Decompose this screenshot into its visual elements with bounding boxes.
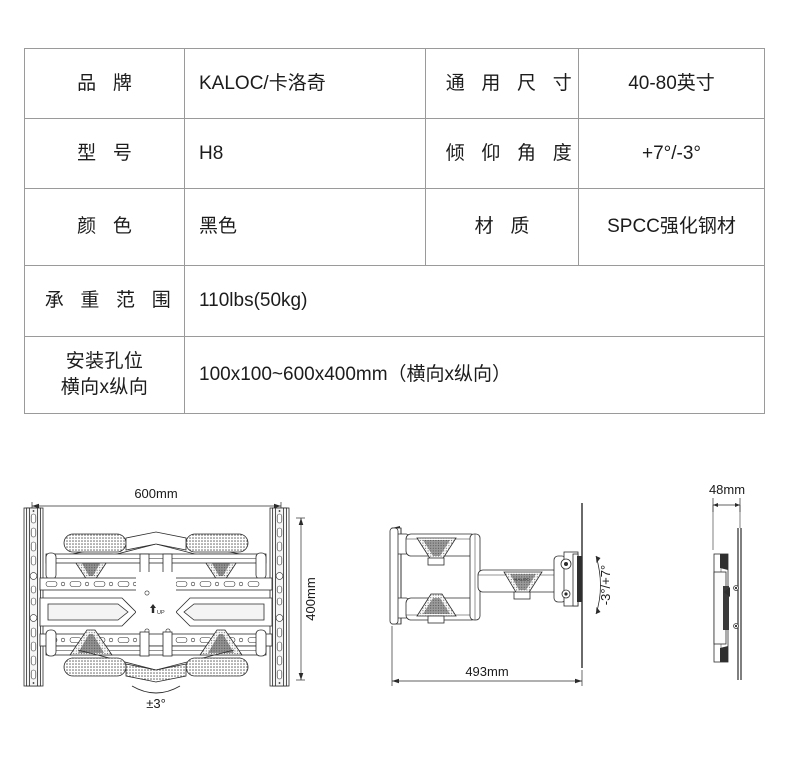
swivel-arc	[131, 685, 181, 694]
table-row: 型 号 H8 倾 仰 角 度 +7°/-3°	[24, 118, 765, 189]
side-joint-columns	[389, 527, 481, 625]
profile-view-diagram: 48mm	[709, 482, 745, 680]
profile-bracket-body	[713, 553, 730, 663]
profile-tv-panel	[737, 528, 742, 680]
side-tilt-label: -3°/+7°	[598, 565, 613, 605]
spec-value-load-capacity: 110lbs(50kg)	[184, 265, 765, 337]
front-swivel-label: ±3°	[146, 696, 166, 711]
spec-label-model: 型 号	[24, 118, 185, 189]
front-width-dimension	[31, 502, 282, 512]
spec-label-tilt-angle: 倾 仰 角 度	[425, 118, 579, 189]
left-wall-rail	[23, 507, 44, 687]
side-extension-dimension	[391, 626, 583, 686]
side-view-diagram: KALOC	[389, 503, 613, 686]
tilt-arc	[595, 555, 601, 615]
vesa-label-line-1: 安装孔位	[65, 351, 144, 373]
spec-value-material: SPCC强化钢材	[578, 188, 765, 266]
svg-text:KALOC: KALOC	[514, 577, 530, 582]
spec-value-brand: KALOC/卡洛奇	[184, 48, 426, 119]
spec-value-vesa-pattern: 100x100~600x400mm（横向x纵向）	[184, 336, 765, 414]
side-extension-arm: KALOC	[477, 569, 559, 600]
spec-value-color: 黑色	[184, 188, 426, 266]
spec-value-tilt-angle: +7°/-3°	[578, 118, 765, 189]
table-row: 颜 色 黑色 材 质 SPCC强化钢材	[24, 188, 765, 266]
spec-value-screen-size: 40-80英寸	[578, 48, 765, 119]
profile-depth-label: 48mm	[709, 482, 745, 497]
profile-depth-dimension	[712, 498, 741, 512]
spec-label-color: 颜 色	[24, 188, 185, 266]
spec-label-brand: 品 牌	[24, 48, 185, 119]
table-row: 承 重 范 围 110lbs(50kg)	[24, 265, 765, 337]
side-tv-panel	[577, 503, 583, 668]
side-tilt-head	[553, 551, 579, 607]
vesa-plate: UP	[39, 572, 273, 652]
table-row: 安装孔位 横向x纵向 100x100~600x400mm（横向x纵向）	[24, 336, 765, 414]
right-wall-rail	[269, 507, 290, 687]
vesa-label-line-2: 横向x纵向	[60, 377, 149, 398]
svg-text:UP: UP	[157, 610, 165, 616]
spec-label-screen-size: 通 用 尺 寸	[425, 48, 579, 119]
front-height-label: 400mm	[303, 577, 318, 620]
side-extension-label: 493mm	[465, 664, 508, 679]
specification-table: 品 牌 KALOC/卡洛奇 通 用 尺 寸 40-80英寸 型 号 H8 倾 仰…	[24, 48, 765, 414]
up-arrow-marking: UP	[150, 604, 165, 616]
spec-label-load-capacity: 承 重 范 围	[24, 265, 185, 337]
front-view-diagram: UP	[23, 486, 318, 711]
lower-arm-assembly	[45, 629, 267, 683]
spec-value-model: H8	[184, 118, 426, 189]
profile-pivots	[733, 585, 739, 629]
front-height-dimension	[296, 517, 305, 681]
table-row: 品 牌 KALOC/卡洛奇 通 用 尺 寸 40-80英寸	[24, 48, 765, 119]
spec-label-material: 材 质	[425, 188, 579, 266]
side-lower-arm	[405, 593, 477, 624]
spec-label-vesa-pattern: 安装孔位 横向x纵向	[24, 336, 185, 414]
front-width-label: 600mm	[134, 486, 177, 501]
side-upper-arm	[405, 533, 477, 566]
technical-diagrams: UP	[0, 468, 790, 780]
